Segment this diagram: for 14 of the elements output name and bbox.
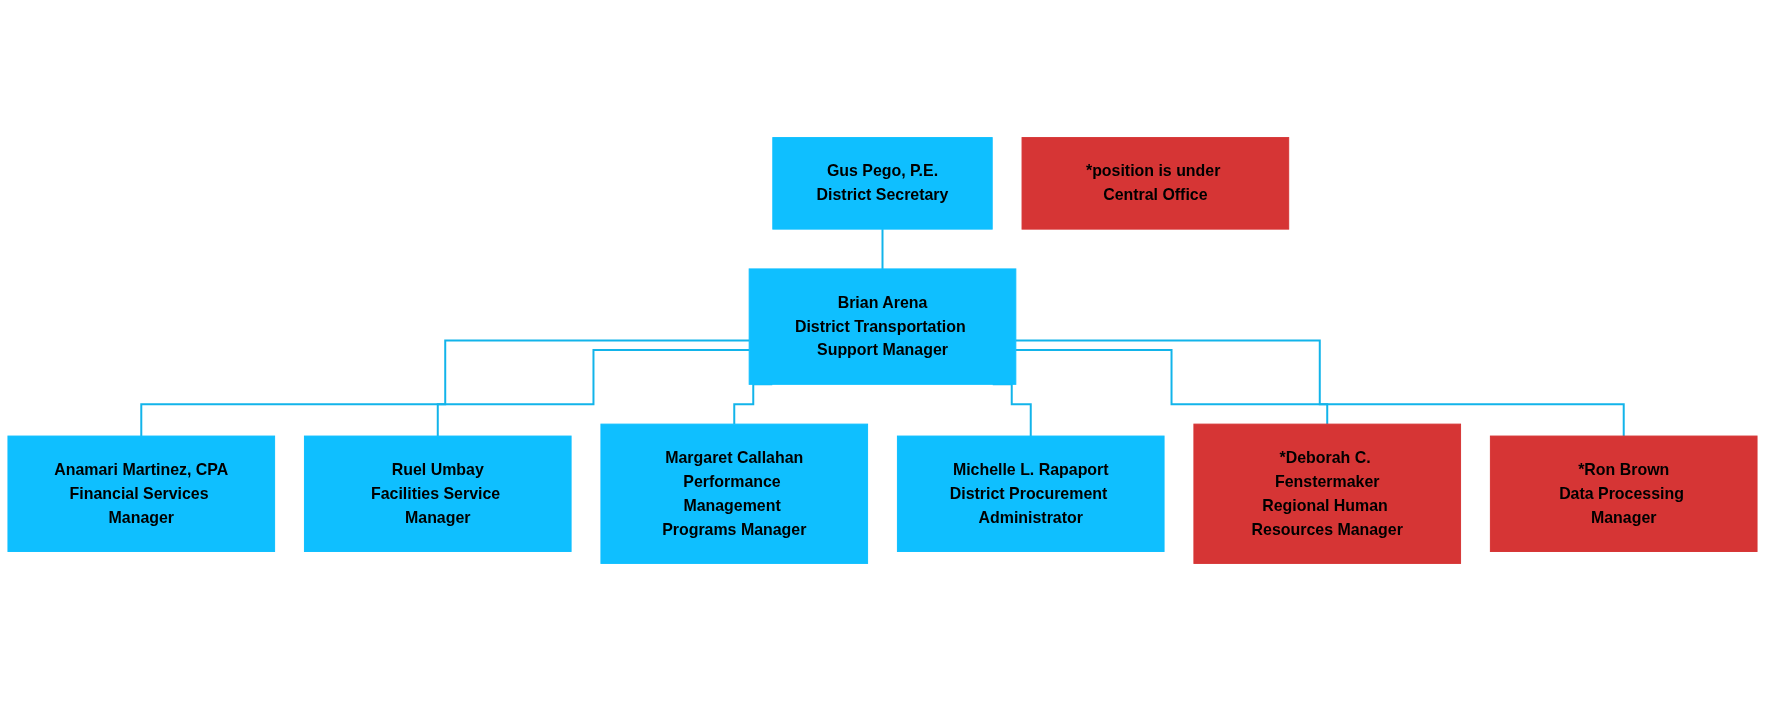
node-box: Margaret Callahan Performance Management Programs Manager bbox=[600, 423, 869, 564]
connector bbox=[436, 348, 751, 438]
node-box: Ruel Umbay Facilities Service Manager bbox=[303, 435, 572, 552]
node-box: *position is under Central Office bbox=[1021, 137, 1290, 230]
node-box: Gus Pego, P.E. District Secretary bbox=[772, 137, 993, 230]
node-box: *Ron Brown Data Processing Manager bbox=[1489, 435, 1758, 552]
connector bbox=[1014, 339, 1625, 438]
connector bbox=[140, 339, 751, 438]
node-box: *Deborah C. Fenstermaker Regional Human Resources Manager bbox=[1193, 423, 1462, 564]
connector bbox=[1014, 348, 1329, 426]
node-box: Brian Arena District Transportation Support Manager bbox=[748, 268, 1017, 385]
connector bbox=[881, 228, 884, 270]
node-box: Michelle L. Rapaport District Procurement Administrator bbox=[896, 435, 1165, 552]
node-box: Anamari Martinez, CPA Financial Services Manager bbox=[7, 435, 276, 552]
